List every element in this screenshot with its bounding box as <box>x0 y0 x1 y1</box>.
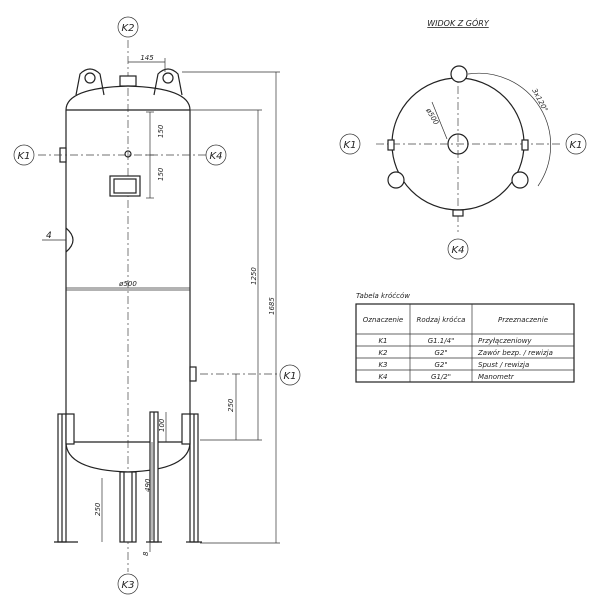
dim-8: 8 <box>142 551 150 556</box>
table-header-0: Oznaczenie <box>363 316 403 324</box>
support-legs <box>54 411 202 543</box>
k1-right-nozzle <box>189 366 197 382</box>
dim-250b: 250 <box>94 502 102 516</box>
table-cell-1-0: K2 <box>378 349 388 357</box>
lug-hole-right <box>162 72 174 84</box>
k3-drain-pipe <box>119 471 137 543</box>
dim-250: 250 <box>227 398 235 412</box>
top-head <box>65 85 191 111</box>
marker-k3-label: K3 <box>122 580 135 591</box>
top-marker-k1-right <box>565 133 587 155</box>
dim-490: 490 <box>144 478 152 492</box>
table-header-1: Rodzaj króćca <box>417 316 466 324</box>
marker-k1-left-label: K1 <box>18 151 31 162</box>
label-item4: 4 <box>46 231 52 241</box>
diameter-leader <box>431 101 448 140</box>
table-cell-1-2: Zawór bezp. / rewizja <box>477 349 553 357</box>
leg-right-gusset <box>181 413 191 445</box>
marker-k4-label: K4 <box>210 151 223 162</box>
top-marker-k1-right-label: K1 <box>570 140 583 151</box>
top-view-title: WIDOK Z GÓRY <box>427 17 490 28</box>
table-cell-2-2: Spust / rewizja <box>478 361 529 369</box>
top-marker-k4 <box>447 238 469 260</box>
angle-label: 3x120° <box>530 87 549 113</box>
marker-k4 <box>205 144 227 166</box>
nameplate <box>65 227 74 253</box>
k4-top-nozzle <box>452 209 464 217</box>
dim-150b: 150 <box>157 167 165 181</box>
table-cell-2-1: G2" <box>434 361 447 369</box>
dim-1685: 1685 <box>268 297 276 315</box>
marker-k1-left <box>13 144 35 166</box>
side-view: K2 145 K1 K4 <box>13 16 301 595</box>
table-header-2: Przeznaczenie <box>498 316 548 324</box>
top-view: WIDOK Z GÓRY ø500 3x120° K1 K1 K4 <box>339 17 587 260</box>
dim-diameter: ø500 <box>118 280 137 288</box>
lifting-lug-right <box>153 68 183 96</box>
dim-100: 100 <box>158 418 166 432</box>
top-marker-k4-label: K4 <box>452 245 465 256</box>
marker-k1-right <box>279 364 301 386</box>
inspection-port-outer <box>109 175 141 197</box>
nozzle-table: Tabela króćców Oznaczenie Rodzaj króćca … <box>355 292 575 383</box>
top-nozzle <box>119 75 137 87</box>
table-cell-0-0: K1 <box>378 337 387 345</box>
marker-k3 <box>117 573 139 595</box>
lug-hole-left <box>84 72 96 84</box>
angle-arc <box>467 72 552 187</box>
lifting-lug-left <box>75 68 105 96</box>
leg-left-gusset <box>65 413 75 445</box>
table-cell-3-0: K4 <box>378 373 387 381</box>
marker-k2-label: K2 <box>122 23 135 34</box>
k1-left-top-nozzle <box>387 139 395 151</box>
table-border <box>355 303 575 383</box>
dim-145: 145 <box>140 54 154 62</box>
table-cell-2-0: K3 <box>378 361 387 369</box>
table-cell-0-2: Przyłączeniowy <box>478 337 532 345</box>
lug-bottom-right <box>511 171 529 189</box>
marker-k2 <box>117 16 139 38</box>
marker-k1-right-label: K1 <box>284 371 297 382</box>
dim-1250: 1250 <box>250 267 258 285</box>
top-marker-k1-left-label: K1 <box>344 140 357 151</box>
inspection-port-inner <box>113 178 137 194</box>
k4-nozzle <box>124 150 132 158</box>
table-cell-3-2: Manometr <box>478 373 515 381</box>
dim-150a: 150 <box>157 124 165 138</box>
table-cell-1-1: G2" <box>434 349 447 357</box>
table-cell-3-1: G1/2" <box>431 373 451 381</box>
lug-top <box>450 65 468 83</box>
lug-bottom-left <box>387 171 405 189</box>
table-caption: Tabela króćców <box>356 292 410 300</box>
k1-right-top-nozzle <box>521 139 529 151</box>
table-cell-0-1: G1.1/4" <box>428 337 455 345</box>
top-marker-k1-left <box>339 133 361 155</box>
